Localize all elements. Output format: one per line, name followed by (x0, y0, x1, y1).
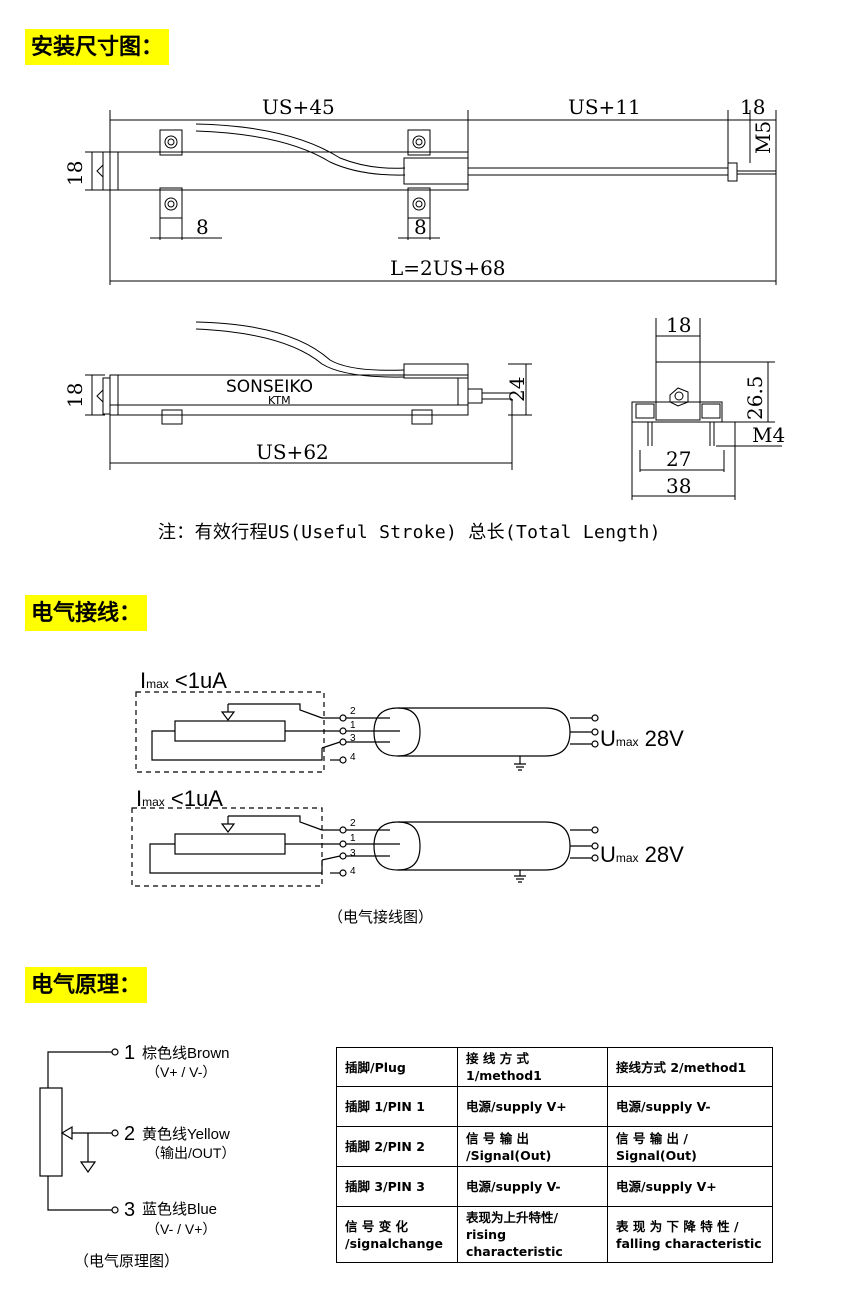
principle-caption: （电气原理图） (74, 1252, 180, 1270)
table-cell: 表现为上升特性/ rising characteristic (457, 1206, 608, 1263)
dim-total-length: L=2US+68 (390, 256, 506, 280)
dim-18-right: 18 (740, 95, 765, 119)
pin-table: 插脚/Plug 接 线 方 式 1/method1 接线方式 2/method1… (336, 1047, 773, 1263)
wiring-diagram-2 (131, 807, 599, 887)
imax-label-2: Imax <1uA (136, 786, 223, 811)
table-row: 信 号 变 化 /signalchange 表现为上升特性/ rising ch… (336, 1206, 773, 1263)
dim-end-38: 38 (666, 474, 691, 498)
wire-2-role: （输出/OUT） (146, 1145, 235, 1161)
table-cell: 插脚/Plug (336, 1047, 458, 1087)
table-cell: 信 号 变 化 /signalchange (336, 1206, 458, 1263)
heading-principle-text: 电气原理： (31, 973, 142, 998)
side-view-labels: 18 SONSEIKO KTM 24 US+62 (63, 377, 529, 464)
heading-principle: 电气原理： (25, 967, 148, 1003)
pin-label-3-d1: 3 (350, 733, 356, 744)
pin-label-4-d2: 4 (350, 866, 356, 877)
table-row: 插脚 1/PIN 1 电源/supply V+ 电源/supply V- (336, 1086, 773, 1127)
table-cell: 电源/supply V- (607, 1086, 773, 1127)
wire-3-num: 3 (124, 1199, 135, 1221)
heading-dimensions-text: 安装尺寸图： (31, 35, 164, 60)
wiring-diagram-1 (135, 691, 599, 773)
heading-wiring-text: 电气接线： (31, 601, 142, 626)
dim-us45: US+45 (262, 95, 335, 119)
table-cell: 电源/supply V- (457, 1166, 608, 1207)
wire-1-role: （V+ / V-） (146, 1064, 216, 1080)
pin-label-3-d2: 3 (350, 848, 356, 859)
table-row: 插脚 3/PIN 3 电源/supply V- 电源/supply V+ (336, 1166, 773, 1207)
dim-24: 24 (505, 377, 529, 402)
heading-wiring: 电气接线： (25, 595, 148, 631)
wire-2-num: 2 (124, 1123, 135, 1145)
table-cell: 信 号 输 出 /Signal(Out) (457, 1126, 608, 1167)
wire-2-name: 黄色线Yellow (142, 1126, 230, 1143)
wire-3-role: （V- / V+） (146, 1221, 216, 1237)
dim-end-18: 18 (666, 313, 691, 337)
table-cell: 插脚 1/PIN 1 (336, 1086, 458, 1127)
table-row: 插脚 2/PIN 2 信 号 输 出 /Signal(Out) 信 号 输 出 … (336, 1126, 773, 1167)
table-cell: 表 现 为 下 降 特 性 / falling characteristic (607, 1206, 773, 1263)
side-view (85, 321, 532, 470)
brand-ktm: KTM (268, 394, 291, 407)
heading-dimensions: 安装尺寸图： (25, 29, 170, 65)
dim-height18-top: 18 (63, 161, 87, 186)
pin-label-2-d1: 2 (350, 706, 356, 717)
table-cell: 电源/supply V+ (607, 1166, 773, 1207)
pin-label-1-d2: 1 (350, 833, 356, 844)
end-view (631, 318, 782, 500)
wire-1-num: 1 (124, 1042, 135, 1064)
dimension-drawing: US+45 US+11 18 M5 18 8 8 L=2US+68 (63, 95, 785, 500)
end-view-labels: 18 26.5 M4 27 38 (666, 313, 785, 498)
pin-label-1-d1: 1 (350, 720, 356, 731)
table-cell: 插脚 3/PIN 3 (336, 1166, 458, 1207)
table-cell: 接线方式 2/method1 (607, 1047, 773, 1087)
wire-3-name: 蓝色线Blue (142, 1201, 217, 1218)
imax-label-1: Imax <1uA (140, 668, 227, 693)
pin-label-2-d2: 2 (350, 818, 356, 829)
dim-foot8-left: 8 (196, 215, 209, 239)
wiring-drawing: Imax <1uA 2 1 3 4 Umax 28V Imax <1uA 2 1… (131, 668, 684, 887)
dim-foot8-right: 8 (414, 215, 427, 239)
umax-label-2: Umax 28V (600, 842, 684, 867)
dim-end-27: 27 (666, 447, 691, 471)
table-row: 插脚/Plug 接 线 方 式 1/method1 接线方式 2/method1 (336, 1047, 773, 1087)
table-cell: 信 号 输 出 / Signal(Out) (607, 1126, 773, 1167)
brand-sonseiko: SONSEIKO (226, 377, 313, 397)
principle-circuit (39, 1048, 119, 1214)
dim-end-26-5: 26.5 (743, 375, 767, 420)
dimension-note: 注：有效行程US(Useful Stroke) 总长(Total Length) (158, 522, 661, 543)
pin-label-4-d1: 4 (350, 752, 356, 763)
umax-label-1: Umax 28V (600, 726, 684, 751)
wiring-caption: （电气接线图） (328, 908, 434, 926)
top-view (85, 110, 777, 285)
dim-us11: US+11 (568, 95, 641, 119)
table-cell: 插脚 2/PIN 2 (336, 1126, 458, 1167)
wire-1-name: 棕色线Brown (142, 1045, 230, 1062)
dim-end-m4: M4 (752, 423, 785, 447)
dim-m5: M5 (751, 121, 775, 154)
dim-us62: US+62 (256, 440, 329, 464)
dim-height18-side: 18 (63, 383, 87, 408)
table-cell: 接 线 方 式 1/method1 (457, 1047, 608, 1087)
table-cell: 电源/supply V+ (457, 1086, 608, 1127)
top-view-labels: US+45 US+11 18 M5 18 8 8 L=2US+68 (63, 95, 775, 280)
